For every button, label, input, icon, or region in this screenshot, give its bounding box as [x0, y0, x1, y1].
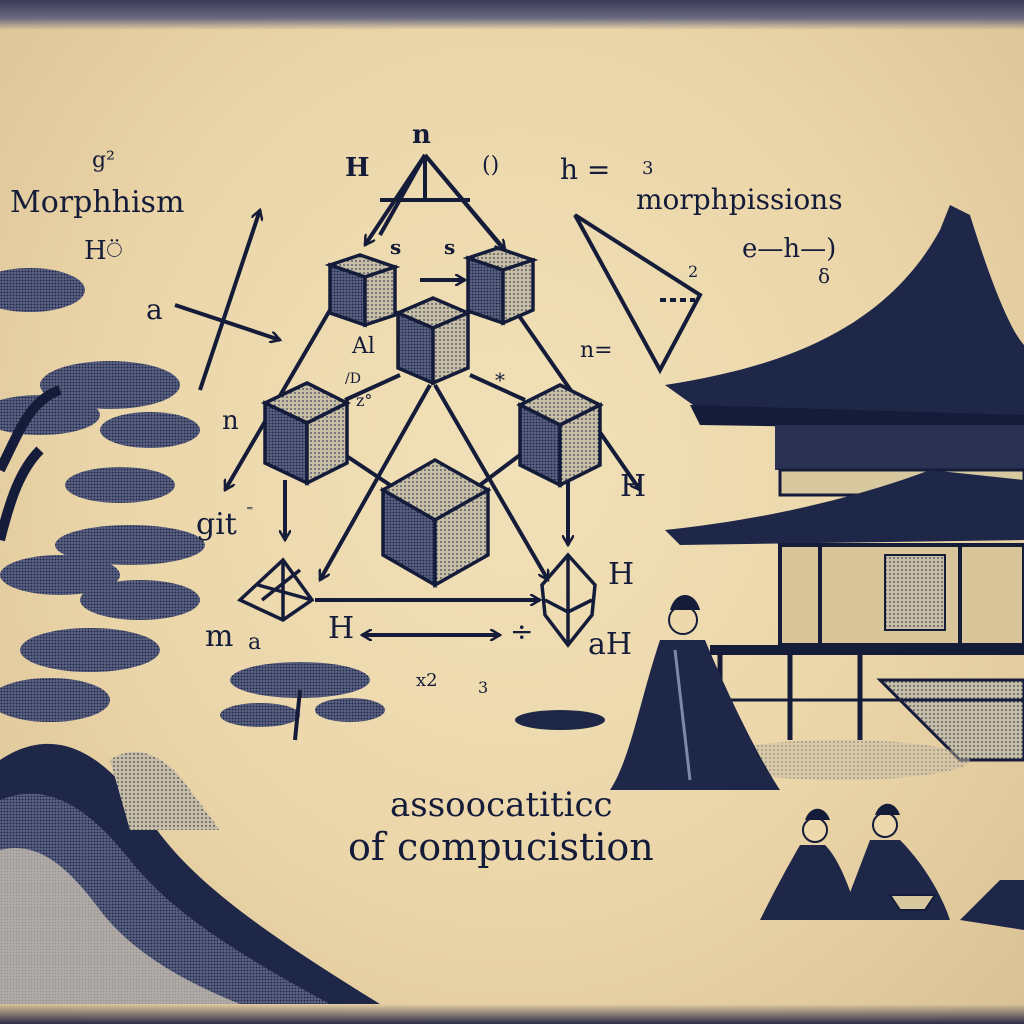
label-s-right: s	[444, 235, 456, 259]
cubes	[236, 246, 604, 648]
wave-mountain	[0, 743, 380, 1004]
title-morphpissions: morphpissions	[636, 183, 843, 216]
title-morphhism: Morphhism	[10, 185, 185, 220]
label-morph-sub: e—h—)	[742, 234, 837, 264]
caption-line-1: assoocatiticc	[390, 785, 613, 825]
label-three: 3	[478, 678, 489, 697]
label-x2: x2	[416, 670, 438, 691]
pine-trees	[0, 268, 385, 741]
label-two: 2	[688, 262, 699, 281]
label-h-right: H	[620, 469, 647, 504]
label-h-sub: H⍥	[84, 236, 123, 266]
label-al: Al	[352, 334, 375, 359]
label-m: m	[205, 619, 234, 654]
label-delta: δ	[818, 264, 831, 288]
label-n-eq: n=	[580, 338, 613, 363]
label-git-sup: ⁼	[246, 503, 254, 519]
label-g2: g²	[92, 148, 115, 173]
label-h-eq: h =	[560, 153, 611, 186]
temple	[665, 205, 1024, 780]
label-x: *	[495, 368, 505, 392]
label-h-top: H	[345, 153, 370, 183]
label-slash: /D	[345, 371, 361, 387]
label-n-left: n	[222, 406, 239, 436]
caption-line-2: of compucistion	[348, 825, 654, 869]
label-paren: ()	[482, 153, 500, 178]
label-divide: ÷	[510, 615, 534, 648]
label-h-bottom: H	[328, 611, 355, 646]
label-s-left: s	[390, 235, 402, 259]
label-a-sub: a	[248, 630, 262, 655]
label-sup-three: 3	[642, 158, 654, 179]
figures	[515, 595, 1024, 930]
label-h-right-tri: H	[608, 557, 635, 592]
label-git: git	[196, 507, 237, 542]
label-ah: aH	[588, 627, 633, 662]
label-a: a	[146, 293, 163, 326]
diagram-arrows	[174, 153, 703, 635]
label-n-top: n	[412, 120, 431, 150]
label-z: z°	[356, 391, 373, 410]
